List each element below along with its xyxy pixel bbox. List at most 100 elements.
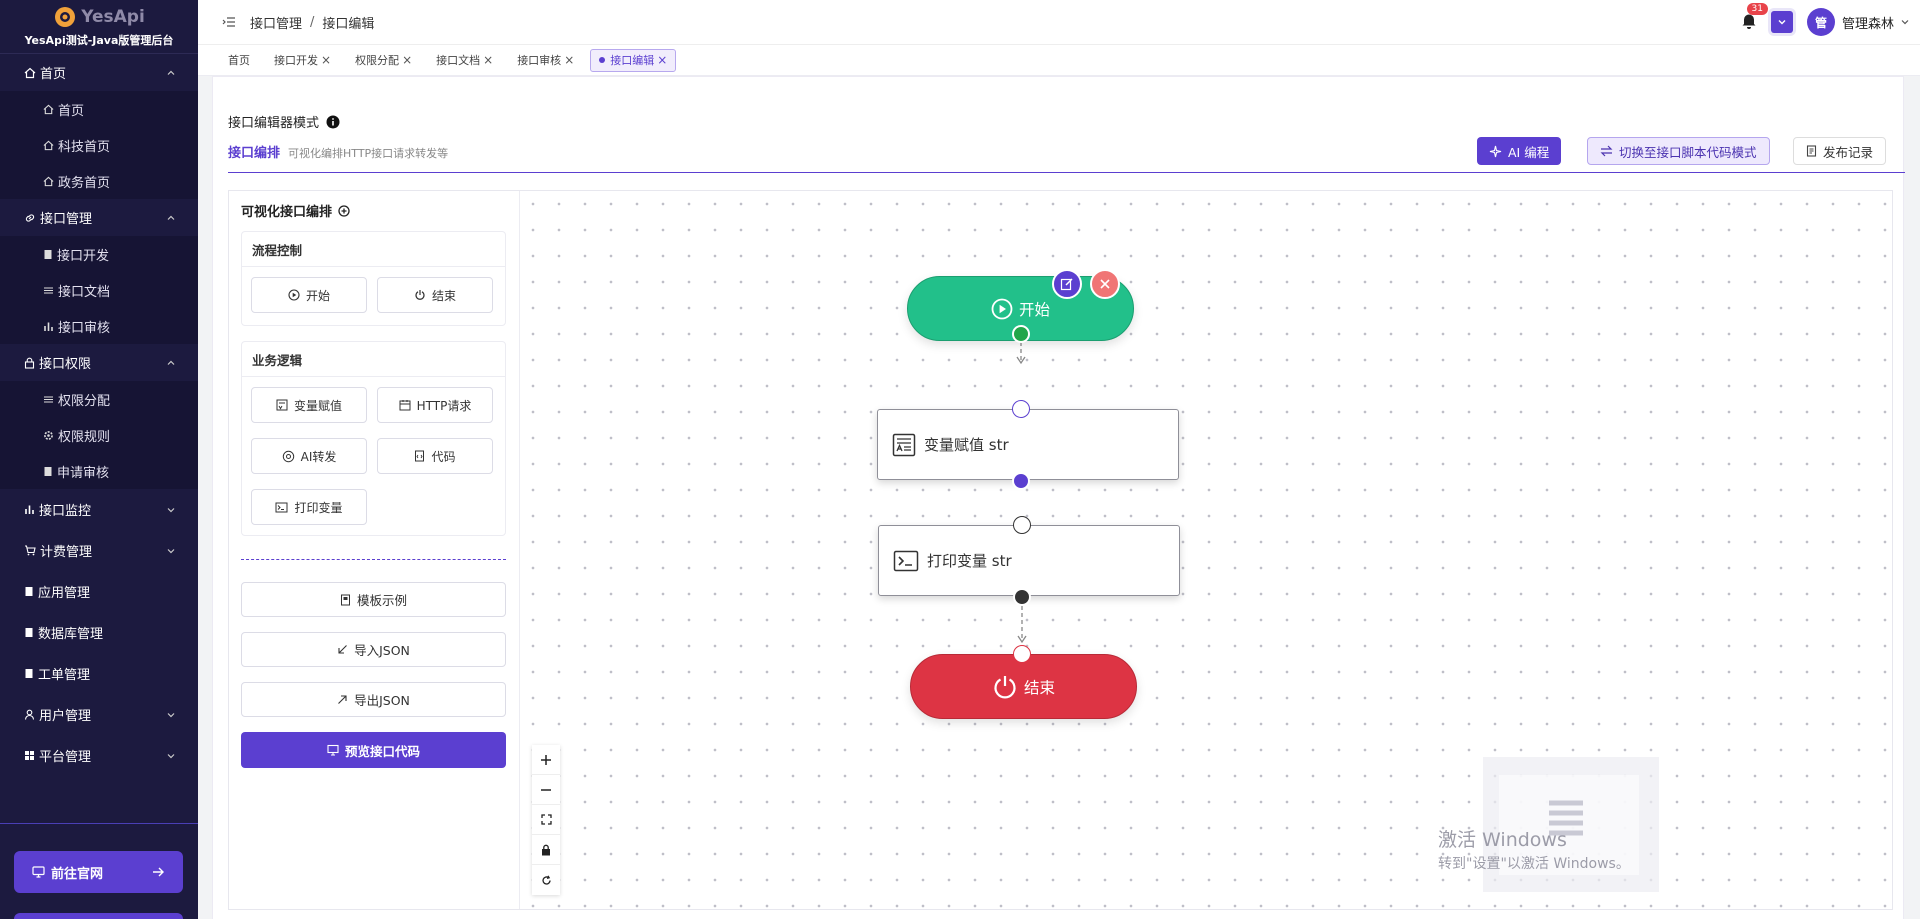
add-circle-icon[interactable] [338,204,350,217]
menu-item-api-dev[interactable]: 接口开发 [0,236,198,272]
menu-item-label: 计费管理 [40,545,93,560]
calendar-icon [399,399,411,411]
menu-item-user-manage[interactable]: 用户管理 [0,694,198,735]
zoom-out-button[interactable] [532,775,560,805]
menu-item-apply-review[interactable]: 申请审核 [0,453,198,489]
main-content: 接口编辑器模式 接口编排 可视化编排HTTP接口请求转发等 AI 编程 切换至接… [212,76,1905,919]
handle-print-output[interactable] [1013,588,1031,606]
menu-item-perm-rules[interactable]: 权限规则 [0,417,198,453]
handle-var-output[interactable] [1012,472,1030,490]
menu-item-perm-assign[interactable]: 权限分配 [0,381,198,417]
switch-to-script-mode-button[interactable]: 切换至接口脚本代码模式 [1587,137,1770,165]
palette-node-variable-assign[interactable]: 变量赋值 [251,387,367,423]
close-icon[interactable]: × [402,53,413,67]
export-json-button[interactable]: 导出JSON [241,682,506,717]
mode-tab-orchestration[interactable]: 接口编排 [228,146,281,161]
menu-group-api-manage[interactable]: 接口管理 [0,199,198,236]
menu-item-platform-manage[interactable]: 平台管理 [0,735,198,776]
menu-item-label: 用户管理 [39,709,92,724]
breadcrumb-item[interactable]: 接口管理 [250,16,303,32]
menu-item-api-doc[interactable]: 接口文档 [0,272,198,308]
fit-view-button[interactable] [532,805,560,835]
menu-item-tech-home[interactable]: 科技首页 [0,127,198,163]
close-icon[interactable]: × [321,53,332,67]
chevron-down-icon [166,751,176,761]
variable-icon [276,399,288,411]
menu-item-home[interactable]: 首页 [0,91,198,127]
menu-item-api-monitor[interactable]: 接口监控 [0,489,198,530]
menu-item-ticket-manage[interactable]: 工单管理 [0,653,198,694]
lock-view-button[interactable] [532,835,560,865]
zoom-in-button[interactable] [532,745,560,775]
import-json-button[interactable]: 导入JSON [241,632,506,667]
palette-node-start[interactable]: 开始 [251,277,367,313]
chevron-up-icon [166,213,176,223]
flow-canvas[interactable]: 开始 变量赋值 str 打印变量 str 结束 [520,191,1892,909]
close-icon[interactable]: × [564,53,575,67]
flow-node-print-variable[interactable]: 打印变量 str [878,525,1180,596]
logo-text: YesApi [81,7,145,27]
tab-api-dev[interactable]: 接口开发 × [266,49,339,72]
delete-node-button[interactable] [1090,269,1120,299]
handle-start-output[interactable] [1012,325,1030,343]
ai-programming-button[interactable]: AI 编程 [1477,137,1562,165]
close-icon[interactable]: × [483,53,494,67]
preview-code-icon [327,744,339,756]
template-example-button[interactable]: 模板示例 [241,582,506,617]
tab-perm-assign[interactable]: 权限分配 × [347,49,420,72]
flow-node-end-label: 结束 [1023,678,1055,697]
edit-node-button[interactable] [1052,269,1082,299]
menu-group-api-permission[interactable]: 接口权限 [0,344,198,381]
grid-icon [24,750,35,761]
palette-title: 可视化接口编排 [241,201,350,220]
quick-dropdown-button[interactable] [1770,11,1793,33]
tab-api-edit[interactable]: 接口编辑 × [590,48,677,72]
handle-print-input[interactable] [1013,516,1031,534]
palette-node-code[interactable]: 代码 [377,438,493,474]
tab-label: 接口编辑 [610,54,655,67]
menu-item-app-manage[interactable]: 应用管理 [0,571,198,612]
publish-history-button[interactable]: 发布记录 [1793,137,1887,165]
tab-api-review[interactable]: 接口审核 × [509,49,582,72]
chevron-down-icon [166,505,176,515]
menu-item-api-review[interactable]: 接口审核 [0,308,198,344]
sidebar-bottom-button-edge[interactable] [14,913,183,919]
menu-item-label: 接口开发 [57,248,110,264]
document-icon [24,627,34,638]
menu-fold-icon[interactable] [222,16,236,28]
business-logic-title: 业务逻辑 [242,342,505,377]
palette-node-end[interactable]: 结束 [377,277,493,313]
menu-item-db-manage[interactable]: 数据库管理 [0,612,198,653]
user-name[interactable]: 管理森林 [1841,16,1894,32]
menu-group-home[interactable]: 首页 [0,54,198,91]
menu-item-gov-home[interactable]: 政务首页 [0,163,198,199]
info-icon[interactable] [326,115,340,129]
breadcrumb: 接口管理 / 接口编辑 [250,13,374,32]
preview-api-code-button[interactable]: 预览接口代码 [241,732,506,768]
tab-home[interactable]: 首页 [220,49,258,72]
app-subtitle: YesApi测试-Java版管理后台 [24,34,174,47]
close-icon[interactable]: × [657,53,668,67]
tab-api-doc[interactable]: 接口文档 × [428,49,501,72]
notification-button[interactable]: 31 [1741,2,1768,33]
flow-node-end[interactable]: 结束 [910,654,1137,719]
palette-node-http-request[interactable]: HTTP请求 [377,387,493,423]
flow-node-variable-assign[interactable]: 变量赋值 str [877,409,1179,480]
windows-activation-subtitle: 转到"设置"以激活 Windows。 [1438,856,1630,872]
avatar[interactable]: 管 [1806,8,1835,36]
template-example-label: 模板示例 [356,593,407,608]
switch-mode-label: 切换至接口脚本代码模式 [1619,144,1757,160]
flow-control-title: 流程控制 [242,232,505,267]
palette-node-print-variable[interactable]: 打印变量 [251,489,367,525]
sidebar: YesApi YesApi测试-Java版管理后台 首页 首页 科技首页 政务首… [0,0,198,919]
lock-icon [541,844,551,856]
reset-view-button[interactable] [532,865,560,895]
menu-item-billing[interactable]: 计费管理 [0,530,198,571]
official-site-button[interactable]: 前往官网 [14,851,183,893]
chevron-down-icon[interactable] [1900,18,1910,26]
flow-node-print-variable-label: 打印变量 str [927,552,1012,570]
handle-end-input[interactable] [1013,645,1031,663]
palette-node-ai-forward[interactable]: AI转发 [251,438,367,474]
edge-start-to-var [1016,335,1026,365]
handle-var-input[interactable] [1012,400,1030,418]
